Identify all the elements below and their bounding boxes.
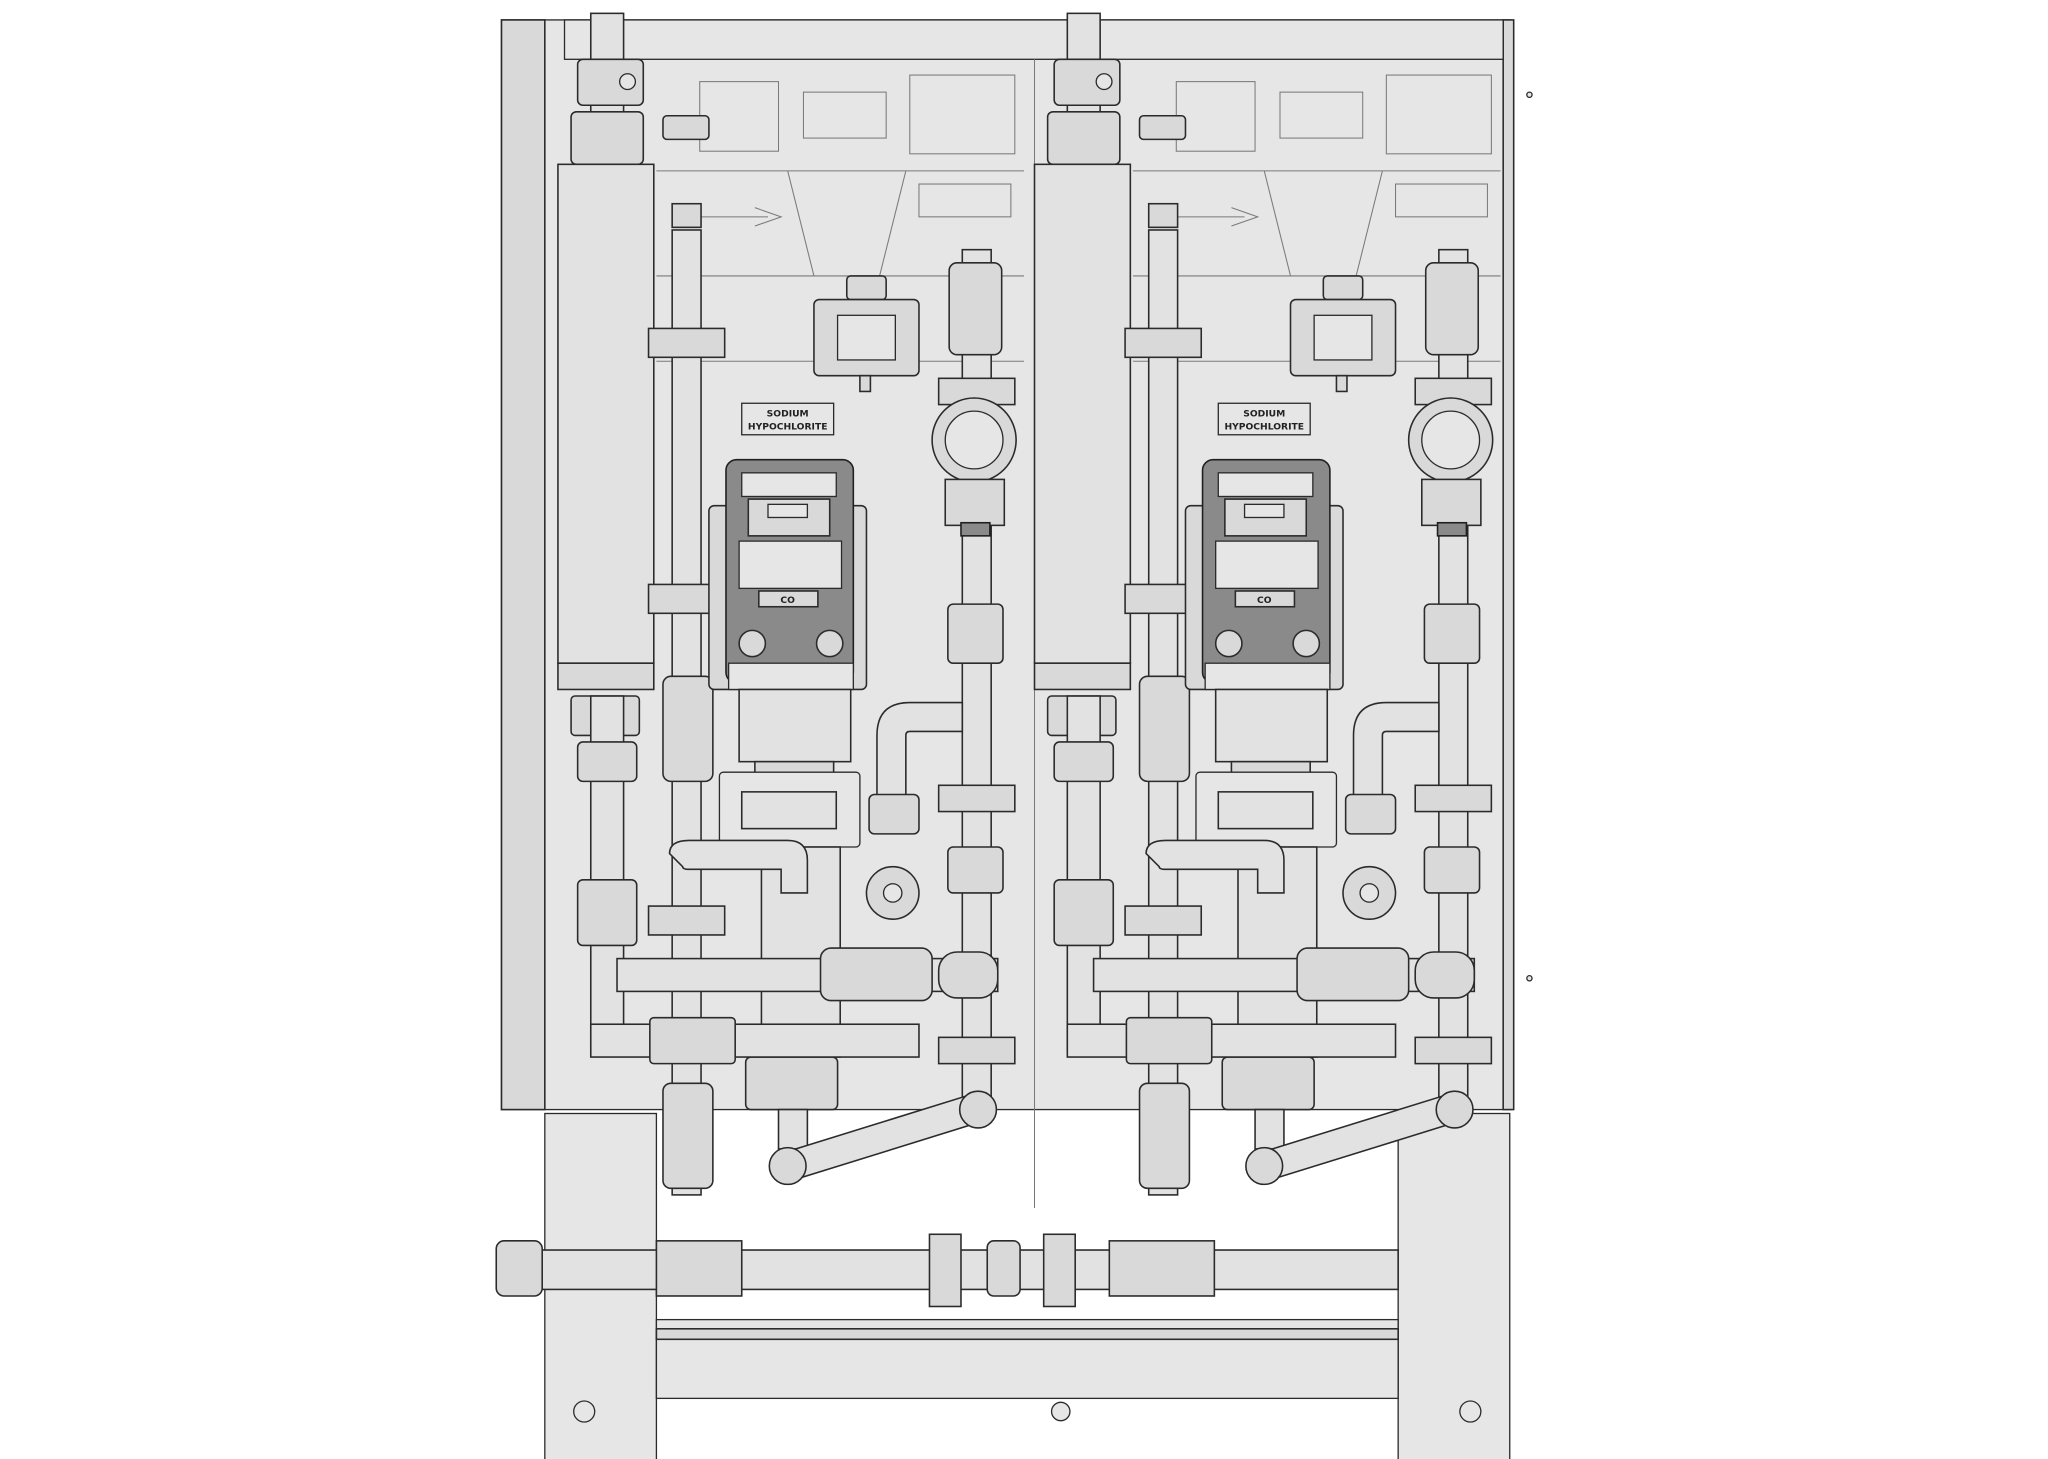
chemical-label-line1: SODIUM bbox=[1243, 408, 1285, 419]
chemical-label-plate-1: SODIUM HYPOCHLORITE bbox=[741, 402, 835, 436]
chemical-label-line2: HYPOCHLORITE bbox=[1224, 422, 1304, 433]
pump-tag: CO bbox=[780, 595, 795, 606]
pump-tag: CO bbox=[1257, 595, 1272, 606]
discharge-header bbox=[495, 1233, 1399, 1308]
chemical-label-line1: SODIUM bbox=[767, 408, 809, 419]
chemical-label-plate-2: SODIUM HYPOCHLORITE bbox=[1217, 402, 1311, 436]
chemical-label-line2: HYPOCHLORITE bbox=[748, 422, 828, 433]
